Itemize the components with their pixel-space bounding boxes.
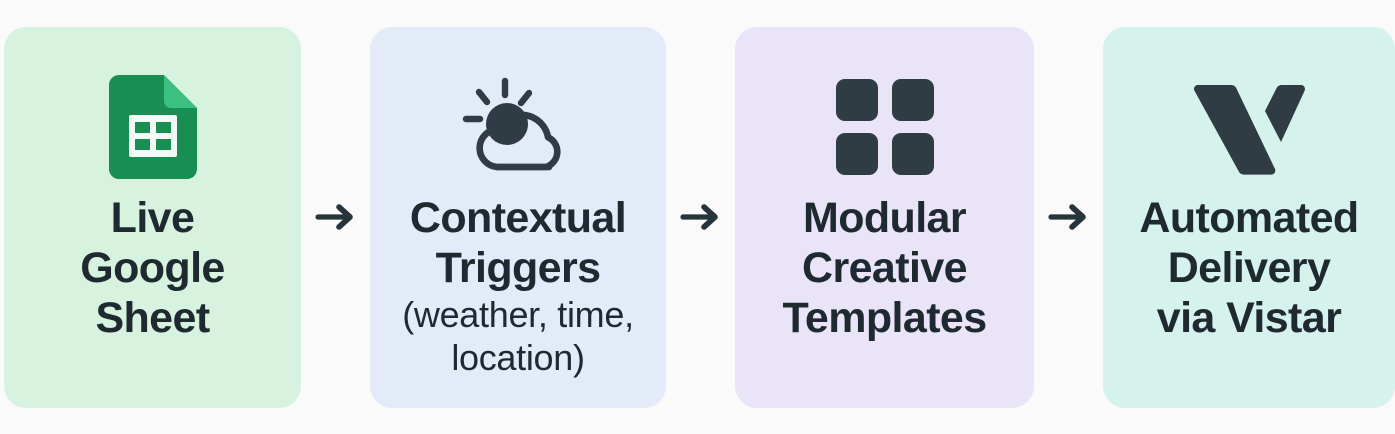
flow-step-title-line: Delivery bbox=[1167, 243, 1331, 292]
flow-step-title-line: Modular bbox=[802, 193, 967, 242]
sun-behind-cloud-icon bbox=[459, 75, 577, 179]
flow-step-labels: Automated Delivery via Vistar bbox=[1139, 193, 1359, 344]
flow-step-title-line: Contextual bbox=[409, 193, 627, 242]
arrow-right-icon bbox=[301, 199, 370, 235]
flow-step-title-line: Live bbox=[110, 193, 195, 242]
flow-step-live-google-sheet: Live Google Sheet bbox=[4, 26, 301, 408]
flow-step-modular-creative-templates: Modular Creative Templates bbox=[735, 26, 1034, 408]
flow-step-title-line: Sheet bbox=[95, 294, 210, 343]
flow-step-contextual-triggers: Contextual Triggers (weather, time, loca… bbox=[370, 26, 666, 408]
flow-step-subtitle-line: (weather, time, bbox=[402, 294, 634, 336]
arrow-right-icon bbox=[666, 199, 735, 235]
flow-step-title-line: Automated bbox=[1139, 193, 1359, 242]
flow-step-labels: Live Google Sheet bbox=[80, 193, 225, 344]
flow-step-labels: Modular Creative Templates bbox=[782, 193, 987, 344]
flow-step-title-line: Triggers bbox=[435, 243, 601, 292]
flow-step-labels: Contextual Triggers (weather, time, loca… bbox=[402, 193, 634, 380]
flow-step-title-line: Creative bbox=[802, 243, 968, 292]
google-sheets-icon bbox=[108, 74, 197, 179]
vistar-v-logo-icon bbox=[1191, 75, 1307, 179]
flow-step-subtitle-line: location) bbox=[451, 337, 585, 379]
arrow-right-icon bbox=[1034, 199, 1103, 235]
flow-step-title-line: Google bbox=[80, 243, 225, 292]
flow-step-title-line: via Vistar bbox=[1156, 294, 1342, 343]
grid-four-squares-icon bbox=[835, 75, 934, 179]
flow-step-title-line: Templates bbox=[782, 294, 987, 343]
flow-step-automated-delivery-via-vistar: Automated Delivery via Vistar bbox=[1103, 26, 1395, 408]
